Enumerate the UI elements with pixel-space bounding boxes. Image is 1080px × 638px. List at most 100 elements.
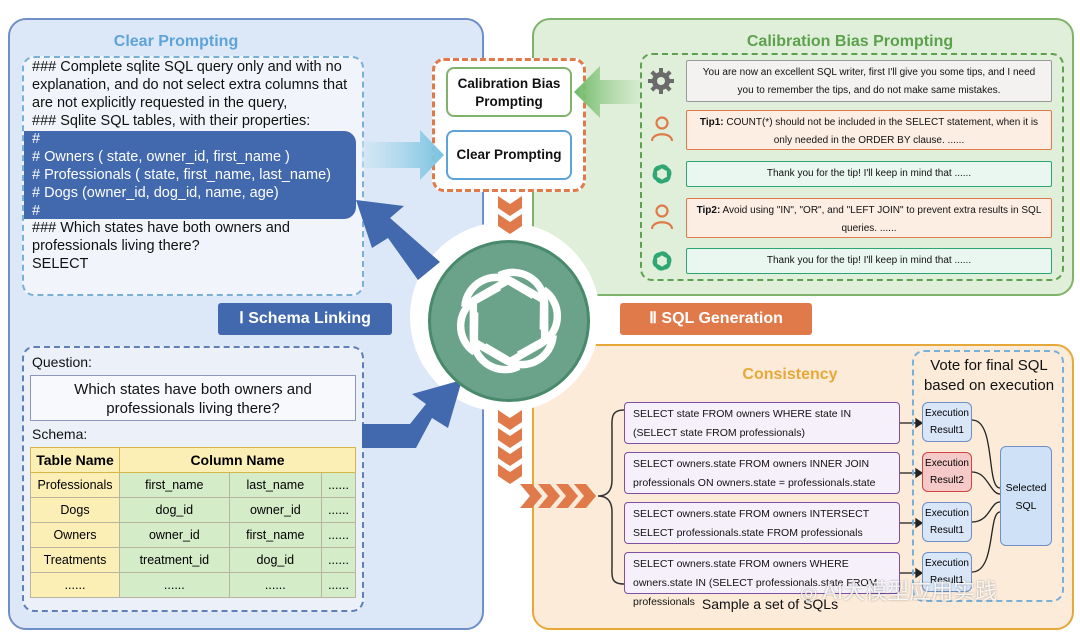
execution-result: Execution Result1 <box>922 502 972 542</box>
table-row: Dogs dog_id owner_id ...... <box>30 497 356 523</box>
selected-sql-text: Selected SQL <box>1005 482 1047 512</box>
chevrons-top <box>498 196 522 234</box>
table-row: Treatments treatment_id dog_id ...... <box>30 547 356 573</box>
column-cell: ...... <box>321 472 356 498</box>
watermark-text: AI大模型应用实践 <box>822 579 998 604</box>
vote-box <box>912 350 1064 602</box>
execution-result-text: Execution Result1 <box>925 508 969 536</box>
column-cell: treatment_id <box>119 547 230 573</box>
chatgpt-icon <box>652 164 672 184</box>
system-message: You are now an excellent SQL writer, fir… <box>686 60 1052 102</box>
prompt-line: are not explicitly requested in the quer… <box>32 95 288 111</box>
schema-line: # Dogs (owner_id, dog_id, name, age) <box>32 185 279 201</box>
prompt-text-bottom: ### Which states have both owners and pr… <box>32 219 362 273</box>
prompt-text-top: ### Complete sqlite SQL query only and w… <box>32 58 362 130</box>
tip1-text: COUNT(*) should not be included in the S… <box>723 117 1039 146</box>
table-name-cell: Dogs <box>30 497 120 523</box>
sql-generation-label: Ⅱ SQL Generation <box>620 303 812 335</box>
consistency-title: Consistency <box>742 366 838 383</box>
arrow-logo-to-prompt <box>356 200 440 280</box>
prompt-line: professionals living there? <box>32 238 200 254</box>
prompt-line: ### Which states have both owners and <box>32 220 290 236</box>
openai-logo <box>428 240 590 402</box>
schema-line: # Owners ( state, owner_id, first_name ) <box>32 149 290 165</box>
calibration-panel-title: Calibration Bias Prompting <box>746 33 954 50</box>
table-name-cell: ...... <box>30 572 120 598</box>
clear-prompting-box: Clear Prompting <box>446 130 572 180</box>
exec-to-selected-curves <box>971 419 1001 573</box>
table-row: Owners owner_id first_name ...... <box>30 522 356 548</box>
column-cell: dog_id <box>228 547 323 573</box>
schema-block <box>24 131 356 219</box>
tip1-box: Tip1: COUNT(*) should not be included in… <box>686 110 1052 150</box>
sample-brace <box>597 409 625 585</box>
execution-result: Execution Result1 <box>922 552 972 592</box>
schema-linking-label: Ⅰ Schema Linking <box>218 303 392 335</box>
calibration-bias-label: Calibration Bias Prompting <box>457 76 561 109</box>
arrow-schema-to-logo <box>362 380 462 448</box>
selected-sql-box: Selected SQL <box>1000 446 1052 546</box>
sql-text: SELECT owners.state FROM owners INNER JO… <box>633 458 876 489</box>
tip2-label: Tip2: <box>696 205 721 216</box>
system-message-text: You are now an excellent SQL writer, fir… <box>702 67 1036 96</box>
user-icon <box>650 116 674 142</box>
column-cell: ...... <box>228 572 323 598</box>
prompt-line: SELECT <box>32 256 89 272</box>
arrow-to-clear-prompting <box>362 130 444 180</box>
arrow-to-calibration <box>574 66 640 118</box>
question-text: Which states have both owners and profes… <box>74 381 312 417</box>
vote-title: Vote for final SQL based on execution <box>923 357 1055 394</box>
clear-prompting-label: Clear Prompting <box>456 147 562 162</box>
execution-result: Execution Result2 <box>922 452 972 492</box>
column-cell: first_name <box>119 472 230 498</box>
sql-text: SELECT owners.state FROM owners INTERSEC… <box>633 508 869 539</box>
knot-icon <box>457 268 561 374</box>
column-cell: ...... <box>321 497 356 523</box>
column-cell: dog_id <box>119 497 230 523</box>
schema-label: Schema: <box>32 426 88 442</box>
clear-prompting-title: Clear Prompting <box>113 33 239 50</box>
header-table-name: Table Name <box>30 447 120 473</box>
tip1-label: Tip1: <box>699 117 724 128</box>
schema-line: # <box>32 131 41 147</box>
question-label: Question: <box>32 354 92 370</box>
chevrons-right <box>520 484 596 508</box>
sql-text: SELECT state FROM owners WHERE state IN … <box>633 408 852 439</box>
execution-result-text: Execution Result1 <box>925 408 969 436</box>
table-name-cell: Treatments <box>30 547 120 573</box>
prompt-line: explanation, and do not select extra col… <box>32 77 348 93</box>
column-cell: first_name <box>228 522 323 548</box>
column-cell: owner_id <box>119 522 230 548</box>
chevrons-bottom <box>498 410 522 484</box>
reply1-box: Thank you for the tip! I'll keep in mind… <box>686 161 1052 187</box>
schema-text: # # Owners ( state, owner_id, first_name… <box>32 130 357 220</box>
table-row: Professionals first_name last_name .....… <box>30 472 356 498</box>
schema-line: # <box>32 203 41 219</box>
chatgpt-icon <box>652 251 672 271</box>
column-cell: ...... <box>119 572 230 598</box>
column-cell: ...... <box>321 547 356 573</box>
sql-candidate: SELECT owners.state FROM owners WHERE ow… <box>624 552 900 608</box>
tip2-box: Tip2: Avoid using "IN", "OR", and "LEFT … <box>686 198 1052 238</box>
user-icon <box>650 204 674 230</box>
execution-result-text: Execution Result1 <box>925 558 969 586</box>
column-cell: owner_id <box>228 497 323 523</box>
column-cell: ...... <box>321 572 356 598</box>
sql-text: SELECT owners.state FROM owners WHERE ow… <box>633 558 878 608</box>
table-row: ...... ...... ...... ...... <box>30 572 356 598</box>
wechat-icon: ◎ <box>800 582 818 604</box>
reply2-box: Thank you for the tip! I'll keep in mind… <box>686 248 1052 274</box>
column-cell: ...... <box>321 522 356 548</box>
schema-table-header: Table Name Column Name <box>30 447 356 473</box>
execution-result: Execution Result1 <box>922 402 972 442</box>
schema-table: Table Name Column Name Professionals fir… <box>30 447 356 598</box>
sql-candidate: SELECT owners.state FROM owners INTERSEC… <box>624 502 900 544</box>
watermark: ◎ AI大模型应用实践 <box>800 574 997 606</box>
schema-line: # Professionals ( state, first_name, las… <box>32 167 331 183</box>
prompt-line: ### Sqlite SQL tables, with their proper… <box>32 113 311 129</box>
reply1-text: Thank you for the tip! I'll keep in mind… <box>766 168 972 179</box>
column-cell: last_name <box>228 472 323 498</box>
reply2-text: Thank you for the tip! I'll keep in mind… <box>766 255 972 266</box>
sql-candidate: SELECT owners.state FROM owners INNER JO… <box>624 452 900 494</box>
